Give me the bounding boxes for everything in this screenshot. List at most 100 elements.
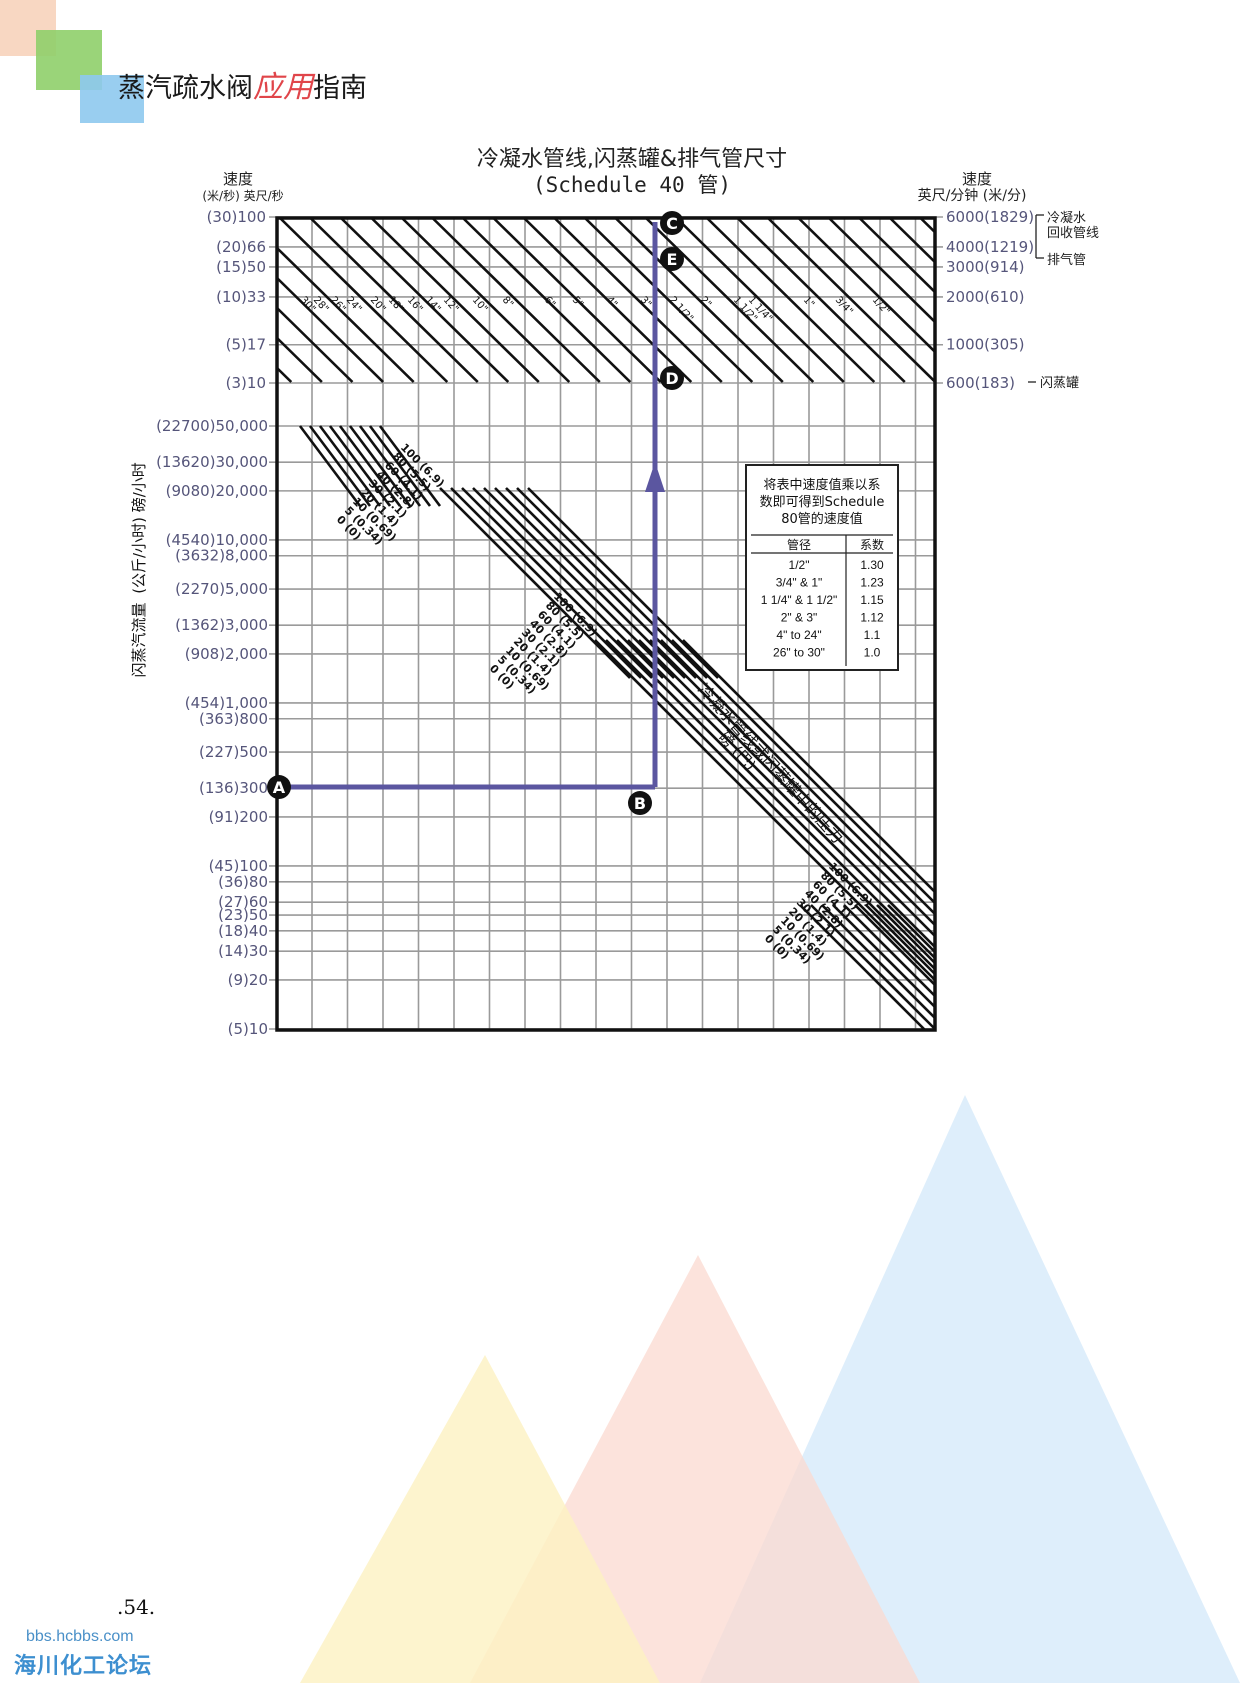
pipe-size-line	[276, 247, 415, 383]
right-speed-tick: 2000(610)	[946, 288, 1025, 306]
right-speed-tick: 4000(1219)	[946, 238, 1034, 256]
chart-title: 冷凝水管线,闪蒸罐&排气管尺寸	[477, 147, 787, 172]
pipe-size-line	[828, 217, 936, 323]
pipe-size-line	[767, 217, 936, 383]
sch80-table-caption: 数即可得到Schedule	[760, 494, 885, 510]
sch80-table-cell-size: 2" & 3"	[781, 611, 818, 625]
pipe-size-line	[276, 277, 384, 383]
pressure-line-lower	[605, 639, 936, 970]
sch80-table-cell-size: 4" to 24"	[776, 628, 821, 642]
sch80-table-cell-size: 1/2"	[789, 558, 810, 572]
right-speed-tick: 6000(1829)	[946, 208, 1034, 226]
flow-tick: (1362)3,000	[175, 616, 268, 634]
pipe-size-label: 2"	[698, 295, 714, 311]
pressure-line-lower	[671, 639, 936, 904]
pressure-line-middle	[483, 487, 675, 679]
pipe-size-label: 5"	[570, 295, 586, 311]
left-speed-tick: (3)10	[226, 374, 266, 392]
pipe-size-line	[797, 217, 936, 353]
sch80-table-cell-size: 3/4" & 1"	[776, 576, 823, 590]
chart-subtitle: (Schedule 40 管)	[533, 173, 731, 197]
flow-tick: (22700)50,000	[156, 417, 268, 435]
pipe-size-label: 6"	[542, 295, 558, 311]
pressure-line-upper	[328, 425, 392, 507]
pressure-line-middle	[450, 487, 642, 679]
point-marker-c	[660, 211, 684, 235]
point-label-e: E	[667, 250, 678, 269]
header-decor-blue	[80, 75, 144, 123]
left-speed-units: (米/秒) 英尺/秒	[202, 189, 283, 203]
pipe-size-line	[276, 337, 323, 383]
sch80-table-cell-factor: 1.0	[864, 646, 881, 660]
sch80-table-caption: 80管的速度值	[781, 511, 863, 527]
left-speed-title: 速度	[223, 170, 253, 188]
annotation-condensate: 冷凝水	[1047, 210, 1086, 226]
flow-tick: (227)500	[199, 743, 268, 761]
pressure-line-bottom	[876, 904, 936, 964]
watermark-url: bbs.hcbbs.com	[26, 1628, 134, 1645]
pipe-size-line	[614, 217, 784, 383]
right-speed-tick: 1000(305)	[946, 336, 1025, 354]
flow-tick: (3632)8,000	[175, 547, 268, 565]
flow-tick: (2270)5,000	[175, 580, 268, 598]
pressure-line-middle	[505, 487, 697, 679]
pressure-line-middle	[527, 487, 719, 679]
pressure-line-lower	[649, 639, 936, 926]
flow-tick: (91)200	[209, 808, 268, 826]
right-speed-units: 英尺/分钟 (米/分)	[918, 187, 1027, 204]
pipe-size-line	[736, 217, 906, 383]
left-speed-tick: (15)50	[216, 258, 266, 276]
pressure-line-upper	[308, 425, 372, 507]
flow-ylabel: 闪蒸汽流量	[130, 602, 148, 677]
header-title: 蒸汽疏水阀应用指南	[118, 62, 367, 106]
sch80-table-cell-factor: 1.1	[864, 628, 881, 642]
right-speed-tick: 3000(914)	[946, 258, 1025, 276]
sch80-table-cell-size: 1 1/4" & 1 1/2"	[761, 593, 838, 607]
pipe-size-label: 1"	[801, 295, 817, 311]
pipe-size-line	[340, 217, 510, 383]
point-label-c: C	[666, 214, 678, 233]
pressure-line-middle	[461, 487, 653, 679]
pipe-size-line	[675, 217, 845, 383]
pressure-line-upper	[378, 425, 442, 507]
pressure-line-upper	[298, 425, 362, 507]
example-path-arrow	[645, 462, 665, 492]
pressure-line-upper	[348, 425, 412, 507]
pipe-size-line	[645, 217, 815, 383]
left-speed-tick: (30)100	[207, 208, 266, 226]
pipe-size-line	[889, 217, 936, 264]
flow-tick: (363)800	[199, 710, 268, 728]
pipe-size-line	[276, 367, 293, 383]
pressure-line-lower	[682, 639, 936, 893]
pressure-line-bottom	[865, 904, 936, 975]
right-speed-title: 速度	[962, 170, 992, 188]
flow-tick: (5)10	[228, 1020, 268, 1038]
pressure-line-upper	[368, 425, 432, 507]
sch80-table-cell-factor: 1.15	[860, 593, 884, 607]
left-speed-tick: (10)33	[216, 288, 266, 306]
point-label-d: D	[665, 369, 678, 388]
flow-tick: (908)2,000	[185, 645, 268, 663]
sch80-table-cell-factor: 1.30	[860, 558, 884, 572]
sch80-table-caption: 将表中速度值乘以系	[763, 477, 880, 493]
pipe-size-label: 2 1/2"	[667, 295, 695, 325]
header-title-tail: 指南	[313, 73, 367, 104]
annotation-return-line: 回收管线	[1047, 226, 1099, 241]
flow-tick: (27)60	[218, 893, 268, 911]
triangle-yellow	[300, 1355, 660, 1683]
pressure-line-bottom	[832, 904, 936, 1008]
flow-tick: (18)40	[218, 922, 268, 940]
pressure-line-lower	[660, 639, 936, 915]
sch80-table-header: 管径	[787, 537, 811, 552]
chart-frame	[275, 216, 937, 1032]
watermark-name: 海川化工论坛	[14, 1654, 153, 1679]
pressure-line-bottom	[887, 904, 936, 953]
flow-tick: (9)20	[228, 971, 268, 989]
pipe-size-line	[370, 217, 540, 383]
pipe-size-line	[309, 217, 479, 383]
sch80-table	[745, 464, 899, 671]
point-marker-e	[660, 247, 684, 271]
pipe-size-line	[462, 217, 632, 383]
annotation-vent: 排气管	[1047, 252, 1086, 268]
